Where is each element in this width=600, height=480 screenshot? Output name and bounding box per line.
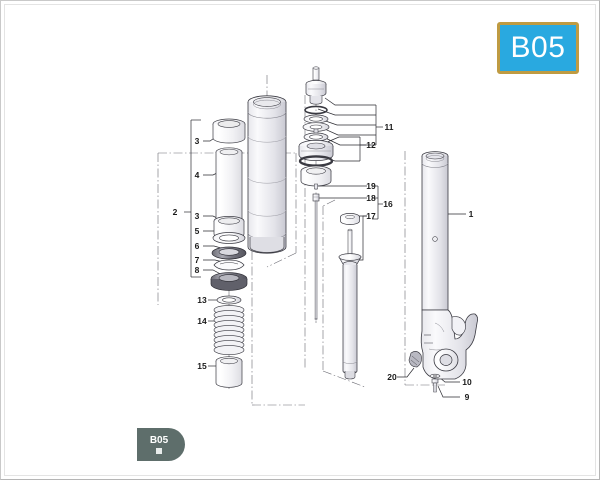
callout-4: 4 — [195, 170, 200, 180]
callout-7: 7 — [195, 255, 200, 265]
callout-10: 10 — [462, 377, 472, 387]
part-axle-bolt — [431, 378, 439, 393]
part-washer-c — [303, 132, 329, 142]
callout-5: 5 — [195, 226, 200, 236]
part-rod-tip — [314, 183, 318, 190]
callout-12: 12 — [366, 140, 376, 150]
callout-14: 14 — [197, 316, 207, 326]
part-bleed-hole — [432, 236, 438, 242]
part-adjuster-nut — [312, 193, 320, 202]
part-damper-collar — [340, 213, 360, 225]
callout-17: 17 — [366, 211, 376, 221]
part-washer-a — [303, 114, 329, 124]
part-rebound-rod — [314, 200, 318, 320]
part-axle-washer — [429, 373, 441, 379]
part-cable-guide — [408, 351, 422, 368]
part-group-damper-rod — [312, 183, 362, 380]
callout-1: 1 — [469, 209, 474, 219]
part-oring-top — [304, 105, 328, 115]
callout-3-lower: 3 — [195, 211, 200, 221]
part-bushing-top — [212, 118, 246, 144]
part-washer — [212, 232, 246, 244]
square-icon — [156, 448, 162, 454]
callout-15: 15 — [197, 361, 207, 371]
part-group-left-column — [210, 118, 248, 388]
callout-19: 19 — [366, 181, 376, 191]
callout-8: 8 — [195, 265, 200, 275]
fork-exploded-diagram: 1 2 3 4 3 5 6 7 8 9 10 11 12 13 14 15 16… — [157, 66, 479, 406]
part-lower-leg-casting — [420, 309, 479, 380]
part-dust-seal — [210, 272, 248, 291]
part-spring-washer — [216, 295, 242, 305]
callout-16: 16 — [383, 199, 393, 209]
part-collar — [300, 165, 332, 187]
part-group-fork-leg — [408, 151, 479, 393]
section-tab[interactable]: B05 — [137, 428, 185, 461]
part-cap-bolt — [305, 66, 327, 105]
callout-2: 2 — [173, 207, 178, 217]
callout-11: 11 — [385, 122, 394, 132]
part-oil-seal — [211, 246, 247, 260]
callout-20: 20 — [387, 372, 397, 382]
page-badge: B05 — [497, 22, 579, 74]
part-damper-cartridge — [338, 228, 362, 380]
part-washer-b — [302, 122, 330, 136]
part-group-top-cap-stack — [298, 66, 334, 187]
callout-9: 9 — [465, 392, 470, 402]
callout-3: 3 — [195, 136, 200, 146]
part-oring-seal — [298, 155, 334, 167]
section-tab-label: B05 — [149, 435, 169, 446]
callout-18: 18 — [366, 193, 376, 203]
part-spacer — [215, 356, 243, 388]
part-inner-fork-tube — [247, 95, 287, 254]
part-retaining-clip — [213, 259, 245, 271]
centerline-group — [157, 67, 445, 406]
page-badge-label: B05 — [510, 31, 566, 64]
callout-6: 6 — [195, 241, 200, 251]
diagram-canvas: 1 2 3 4 3 5 6 7 8 9 10 11 12 13 14 15 16… — [4, 4, 596, 476]
callout-numbers: 1 2 3 4 3 5 6 7 8 9 10 11 12 13 14 15 16… — [173, 122, 474, 402]
callout-13: 13 — [197, 295, 207, 305]
part-coil-spring — [213, 305, 245, 355]
